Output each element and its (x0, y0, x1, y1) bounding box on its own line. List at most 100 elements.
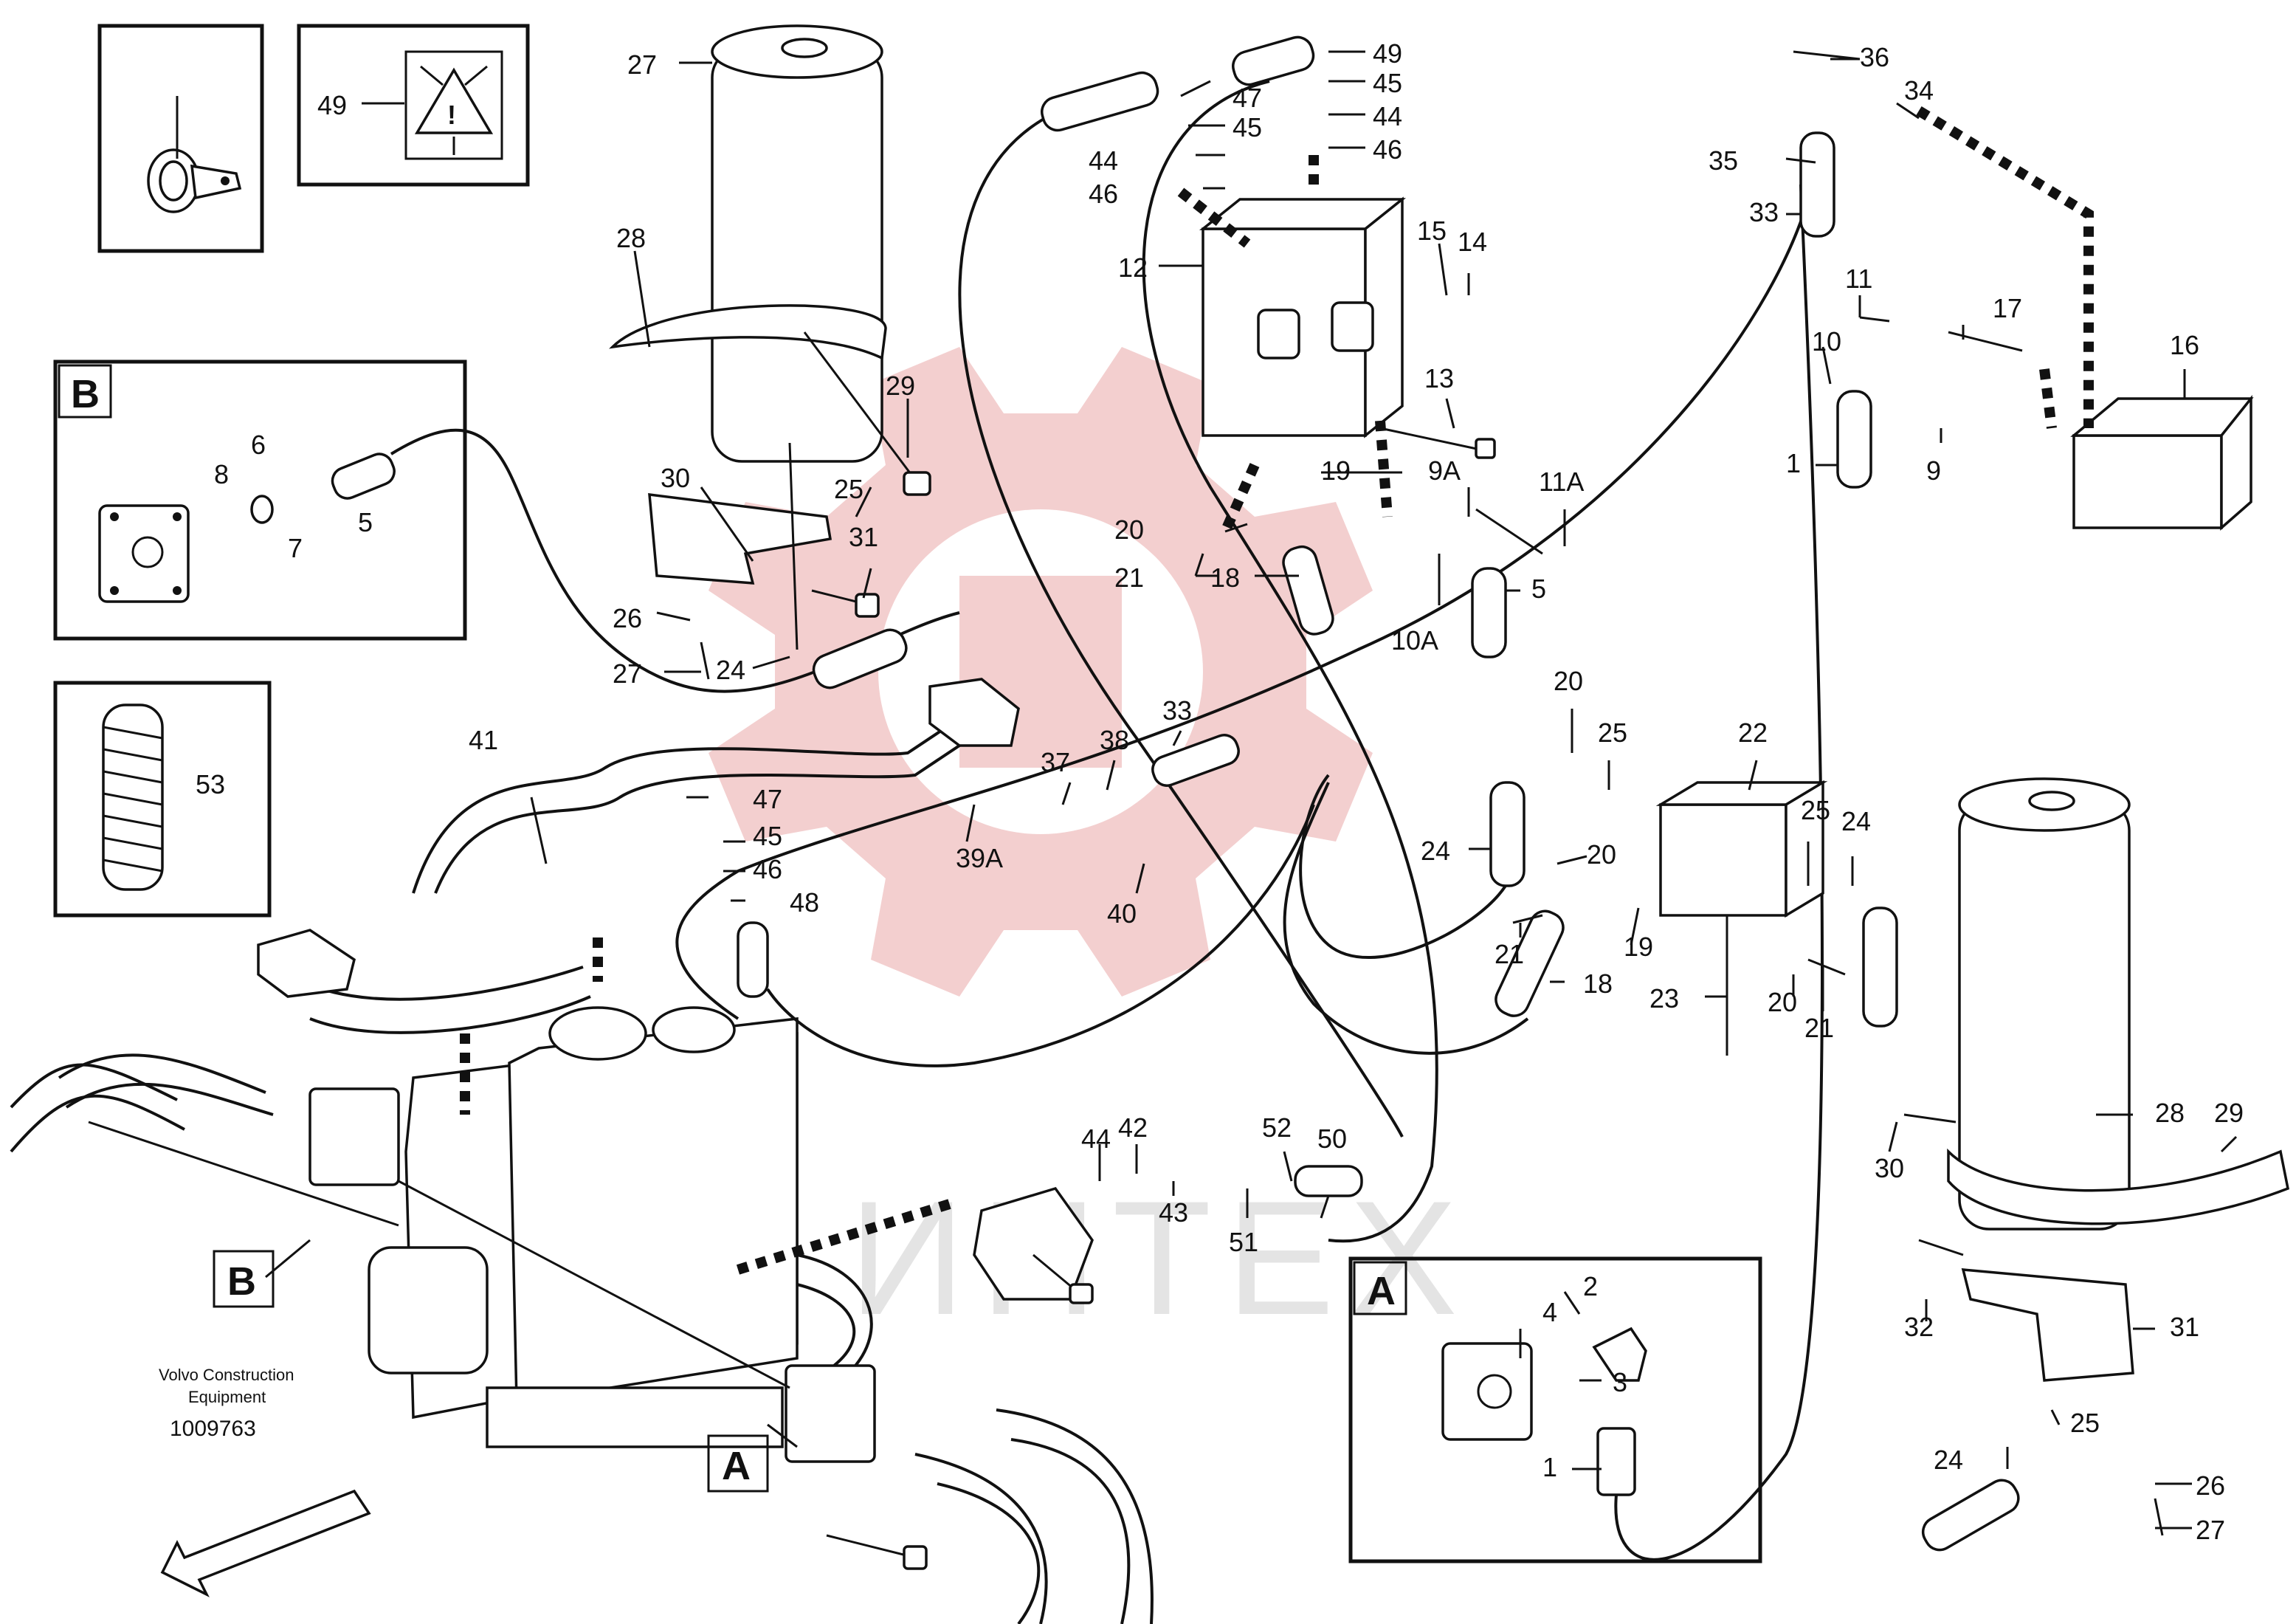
hose-47-lower (766, 804, 1315, 1067)
detail-callouts: B A B A (58, 364, 1407, 1493)
label-13: 13 (1424, 363, 1454, 393)
label-24b: 24 (1421, 836, 1450, 866)
label-28b: 28 (2155, 1098, 2185, 1128)
hose-18-lower (1283, 782, 1529, 1055)
label-17: 17 (1993, 293, 2022, 323)
label-15: 15 (1417, 216, 1447, 246)
detail-box-A (1348, 1256, 1762, 1563)
label-5b: 5 (1531, 574, 1546, 604)
valve-block-12 (1199, 196, 1406, 438)
label-52: 53 (196, 769, 225, 799)
label-27: 27 (613, 658, 642, 689)
label-30b: 30 (1875, 1153, 1904, 1183)
label-26: 26 (613, 603, 642, 633)
bracket-31-right (1961, 1268, 2134, 1382)
label-14: 14 (1458, 227, 1487, 257)
label-47b: 48 (790, 887, 819, 918)
warning-sign-icon: ! (404, 50, 503, 160)
label-51: 52 (1262, 1112, 1292, 1143)
label-25b: 25 (1598, 718, 1627, 748)
label-44b: 44 (1373, 101, 1402, 131)
label-20b: 20 (1554, 666, 1583, 696)
label-20c: 20 (1587, 839, 1616, 870)
label-25c: 25 (1801, 795, 1830, 825)
label-29b: 29 (2214, 1098, 2244, 1128)
drawing-number: 1009763 (170, 1417, 256, 1441)
bolts-and-fittings (88, 50, 2164, 1570)
spiral-guard-icon (102, 703, 164, 891)
label-42: 43 (1159, 1197, 1188, 1228)
label-4: 4 (1542, 1297, 1557, 1327)
tube-B-left2 (58, 1053, 274, 1116)
tube-A-lower2 (996, 1408, 1154, 1624)
label-46: 46 (1089, 179, 1118, 209)
label-44: 44 (1089, 145, 1118, 176)
flange-40-lower (257, 929, 356, 998)
label-29: 28 (616, 223, 646, 253)
detail-box-B (53, 359, 467, 641)
label-43: 44 (1081, 1124, 1111, 1154)
label-12: 12 (1118, 252, 1148, 283)
label-24c: 24 (1841, 806, 1871, 836)
label-31b: 31 (2170, 1312, 2199, 1342)
hose-sleeve-33 (1799, 131, 1835, 238)
dash-12-9A (1375, 420, 1393, 517)
detail-label-A-pump: A (722, 1444, 751, 1488)
label-16: 16 (2170, 330, 2199, 360)
label-5: 5 (358, 507, 373, 537)
hose-sleeve-33b (1151, 734, 1240, 787)
main-pump-block (368, 1006, 799, 1448)
label-7: 7 (288, 533, 303, 563)
label-40: 41 (469, 725, 498, 755)
label-25: 25 (834, 474, 863, 504)
flow-direction-arrow-icon (160, 1489, 371, 1597)
clamp-53-icon (147, 148, 242, 213)
valve-block-22 (1655, 780, 1828, 1056)
label-20: 20 (1114, 515, 1144, 545)
hose-sleeve-24d (1921, 1479, 2020, 1552)
flange-B (308, 1087, 400, 1186)
label-41: 42 (1118, 1112, 1148, 1143)
label-21: 21 (1114, 562, 1144, 593)
flange-A (785, 1364, 876, 1463)
label-33: 33 (1749, 197, 1779, 227)
label-45b: 45 (1373, 68, 1402, 98)
hose-sleeve-24 (812, 628, 908, 689)
tank-28-right (1947, 777, 2290, 1231)
label-21b: 21 (1495, 939, 1524, 969)
label-38: 38 (1100, 725, 1129, 755)
label-23: 23 (1649, 983, 1679, 1014)
hose-sleeve-24b (1489, 781, 1526, 887)
label-31: 30 (661, 463, 690, 493)
label-26b: 26 (2196, 1470, 2225, 1501)
manufacturer-line-1: Volvo Construction (159, 1366, 294, 1384)
label-24: 24 (716, 655, 745, 685)
label-48: 49 (317, 90, 347, 120)
hose-sleeve-5 (1471, 567, 1507, 658)
hose-sleeve-47b (737, 921, 769, 998)
tank-28-left (609, 24, 887, 463)
tube-B-left (10, 1063, 185, 1153)
detail-box-53 (97, 24, 264, 253)
label-2: 2 (1583, 1271, 1598, 1301)
hose-sleeve-24c (1862, 906, 1898, 1028)
hose-33-return (675, 199, 1810, 1020)
tube-A-lower (914, 1453, 1048, 1624)
hose-24-right (1299, 774, 1507, 959)
flange-40 (928, 678, 1020, 747)
label-19b: 19 (1624, 932, 1653, 962)
dash-12-47 (1177, 187, 1251, 248)
tube-loop-right (796, 1253, 873, 1374)
label-37: 37 (1041, 747, 1070, 777)
label-39: 39A (956, 843, 1003, 873)
svg-text:!: ! (447, 100, 456, 130)
label-11A: 11A (1539, 467, 1584, 497)
label-1: 1 (1786, 448, 1801, 478)
label-24d: 24 (1934, 1445, 1963, 1475)
hose-sleeve-1 (1836, 390, 1872, 489)
label-21c: 21 (1804, 1013, 1834, 1043)
label-50: 51 (1229, 1227, 1258, 1257)
label-35: 35 (1709, 145, 1738, 176)
dash-17-16 (2039, 368, 2057, 429)
